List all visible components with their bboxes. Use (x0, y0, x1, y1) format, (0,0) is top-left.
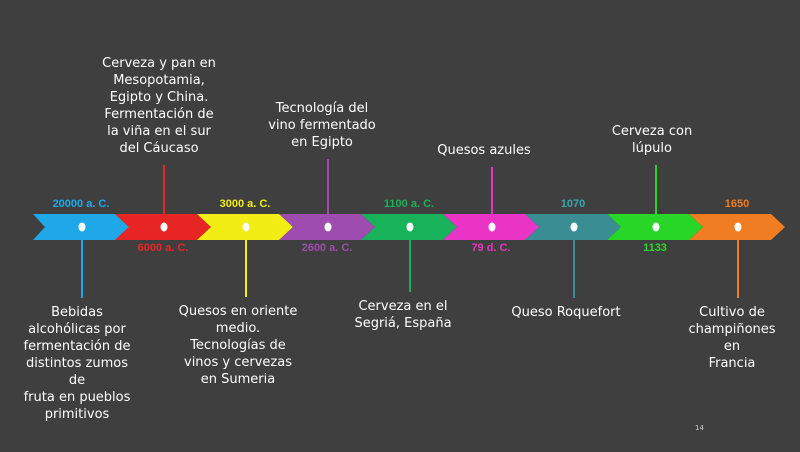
event-description: Bebidas alcohólicas por fermentación de … (23, 305, 131, 422)
event-description: Tecnología del vino fermentado en Egipto (268, 101, 376, 150)
event-description: Cerveza en el Segriá, España (354, 299, 452, 331)
event-marker-dot (160, 222, 168, 232)
page-number: 14 (695, 424, 704, 432)
event-description: Queso Roquefort (511, 305, 621, 320)
event-date: 1650 (724, 198, 750, 210)
event-marker-dot (734, 222, 742, 232)
event-date: 1100 a. C. (383, 198, 435, 210)
event-description: Cultivo de champiñones en Francia (688, 305, 776, 371)
event-marker-dot (488, 222, 496, 232)
event-description: Cerveza y pan en Mesopotamia, Egipto y C… (102, 56, 216, 156)
event-marker-dot (570, 222, 578, 232)
event-marker-dot (406, 222, 414, 232)
event-date: 1070 (560, 198, 586, 210)
event-marker-dot (324, 222, 332, 232)
event-date: 3000 a. C. (219, 198, 271, 210)
event-description: Cerveza con lúpulo (611, 124, 693, 156)
event-date: 79 d. C. (471, 242, 511, 254)
event-marker-dot (78, 222, 86, 232)
event-date: 2600 a. C. (301, 242, 353, 254)
event-marker-dot (242, 222, 250, 232)
event-description: Quesos azules (437, 143, 531, 158)
event-description: Quesos en oriente medio. Tecnologías de … (178, 304, 298, 387)
event-date: 6000 a. C. (137, 242, 189, 254)
event-marker-dot (652, 222, 660, 232)
event-date: 1133 (643, 242, 667, 254)
event-date: 20000 a. C. (52, 198, 110, 210)
